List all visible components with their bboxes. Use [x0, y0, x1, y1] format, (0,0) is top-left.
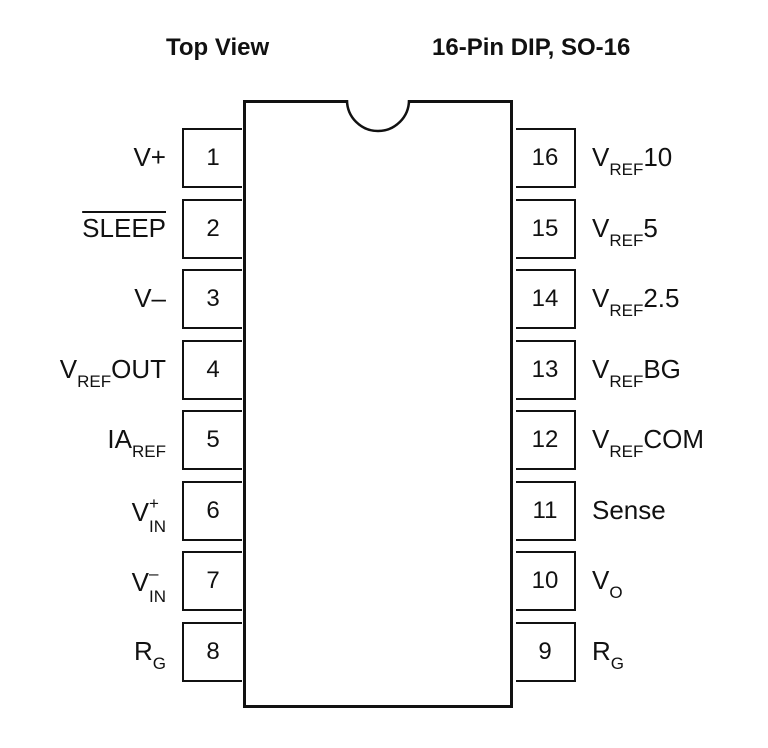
- ic-package-body: [243, 100, 513, 708]
- pin-number: 11: [532, 497, 558, 524]
- pin-13-label: VREFBG: [592, 354, 681, 390]
- pin-label-sub: O: [609, 583, 623, 602]
- pin-12-label: VREFCOM: [592, 424, 705, 460]
- pin-label-sub: REF: [609, 442, 644, 461]
- pin-2-label: SLEEP: [82, 215, 166, 241]
- pin-number: 6: [206, 497, 220, 524]
- pin-label-sub: REF: [609, 372, 644, 391]
- pin-10-label: VO: [592, 565, 623, 601]
- pin-label-sub: REF: [609, 301, 644, 320]
- pin-6-label: V+ IN: [131, 494, 166, 535]
- pin-label-sub: REF: [609, 160, 644, 179]
- pin-number: 8: [206, 638, 220, 665]
- pin-8-box: 8: [182, 622, 242, 682]
- pin-label-main: V: [592, 424, 610, 454]
- pin-label-main: V–: [134, 283, 166, 313]
- pin-number: 13: [531, 356, 559, 383]
- pin-number: 15: [531, 215, 559, 242]
- pin-label-main: V: [592, 142, 610, 172]
- pin-14-box: 14: [516, 269, 576, 329]
- pin-label-suffix: BG: [643, 354, 681, 384]
- pin-label-main: V+: [133, 142, 166, 172]
- pin-label-sub: REF: [77, 372, 112, 391]
- pin-15-label: VREF5: [592, 213, 658, 249]
- pin-number: 14: [531, 285, 559, 312]
- pin-label-main: SLEEP: [82, 213, 166, 243]
- pin-label-supsub: – IN: [149, 564, 166, 605]
- pin-9-box: 9: [516, 622, 576, 682]
- pin-number: 7: [206, 567, 220, 594]
- pin-5-label: IAREF: [107, 424, 166, 460]
- pin-8-label: RG: [133, 636, 166, 672]
- pin-number: 1: [206, 144, 220, 171]
- pin-label-main: V: [592, 565, 610, 595]
- pin-label-sup: +: [149, 494, 159, 513]
- pin-11-label: Sense: [592, 497, 666, 523]
- pin-16-label: VREF10: [592, 142, 673, 178]
- pin-number: 4: [206, 356, 220, 383]
- pin-label-sub: G: [152, 654, 166, 673]
- pin-label-suffix: 10: [643, 142, 673, 172]
- pin-number: 10: [531, 567, 559, 594]
- pin-label-main: Sense: [592, 495, 666, 525]
- pin-label-main: R: [133, 636, 153, 666]
- pin-number: 2: [206, 215, 220, 242]
- pin-5-box: 5: [182, 410, 242, 470]
- pin-11-box: 11: [516, 481, 576, 541]
- pin-10-box: 10: [516, 551, 576, 611]
- pin-label-sub: IN: [149, 517, 166, 536]
- pin-4-label: VREFOUT: [59, 354, 166, 390]
- pin-label-main: V: [592, 354, 610, 384]
- pin-number: 12: [531, 426, 559, 453]
- pin-4-box: 4: [182, 340, 242, 400]
- pin-label-sub: REF: [609, 231, 644, 250]
- pin-label-suffix: COM: [643, 424, 705, 454]
- pin-7-label: V– IN: [131, 564, 166, 605]
- pin-label-suffix: 5: [643, 213, 658, 243]
- pin-number: 3: [206, 285, 220, 312]
- package-heading: 16-Pin DIP, SO-16: [432, 34, 631, 61]
- pin-label-suffix: OUT: [111, 354, 166, 384]
- pin-6-box: 6: [182, 481, 242, 541]
- pin-label-main: V: [592, 213, 610, 243]
- pin-14-label: VREF2.5: [592, 283, 680, 319]
- pin-15-box: 15: [516, 199, 576, 259]
- pin-label-main: V: [592, 283, 610, 313]
- pin-label-main: V: [131, 496, 149, 527]
- pin-label-main: V: [59, 354, 78, 384]
- pin-label-main: V: [131, 566, 149, 597]
- pin-3-label: V–: [134, 285, 166, 311]
- pin-9-label: RG: [592, 636, 624, 672]
- pin-label-main: IA: [107, 424, 132, 454]
- pin-label-supsub: + IN: [149, 494, 166, 535]
- pin-number: 16: [531, 144, 559, 171]
- pin-number: 9: [538, 638, 552, 665]
- pin-3-box: 3: [182, 269, 242, 329]
- pin-12-box: 12: [516, 410, 576, 470]
- pin-label-main: R: [592, 636, 611, 666]
- pin-1-label: V+: [133, 144, 166, 170]
- pin-label-sub: IN: [149, 587, 166, 606]
- pin-number: 5: [206, 426, 220, 453]
- top-view-heading: Top View: [166, 34, 270, 61]
- pin-13-box: 13: [516, 340, 576, 400]
- pin-label-sup: –: [149, 564, 159, 583]
- pin-2-box: 2: [182, 199, 242, 259]
- pin-16-box: 16: [516, 128, 576, 188]
- pin-label-sub: G: [610, 654, 625, 673]
- pin1-notch-icon: [345, 100, 411, 133]
- pin-7-box: 7: [182, 551, 242, 611]
- pin-label-sub: REF: [132, 442, 166, 461]
- pin-1-box: 1: [182, 128, 242, 188]
- pin-label-suffix: 2.5: [643, 283, 680, 313]
